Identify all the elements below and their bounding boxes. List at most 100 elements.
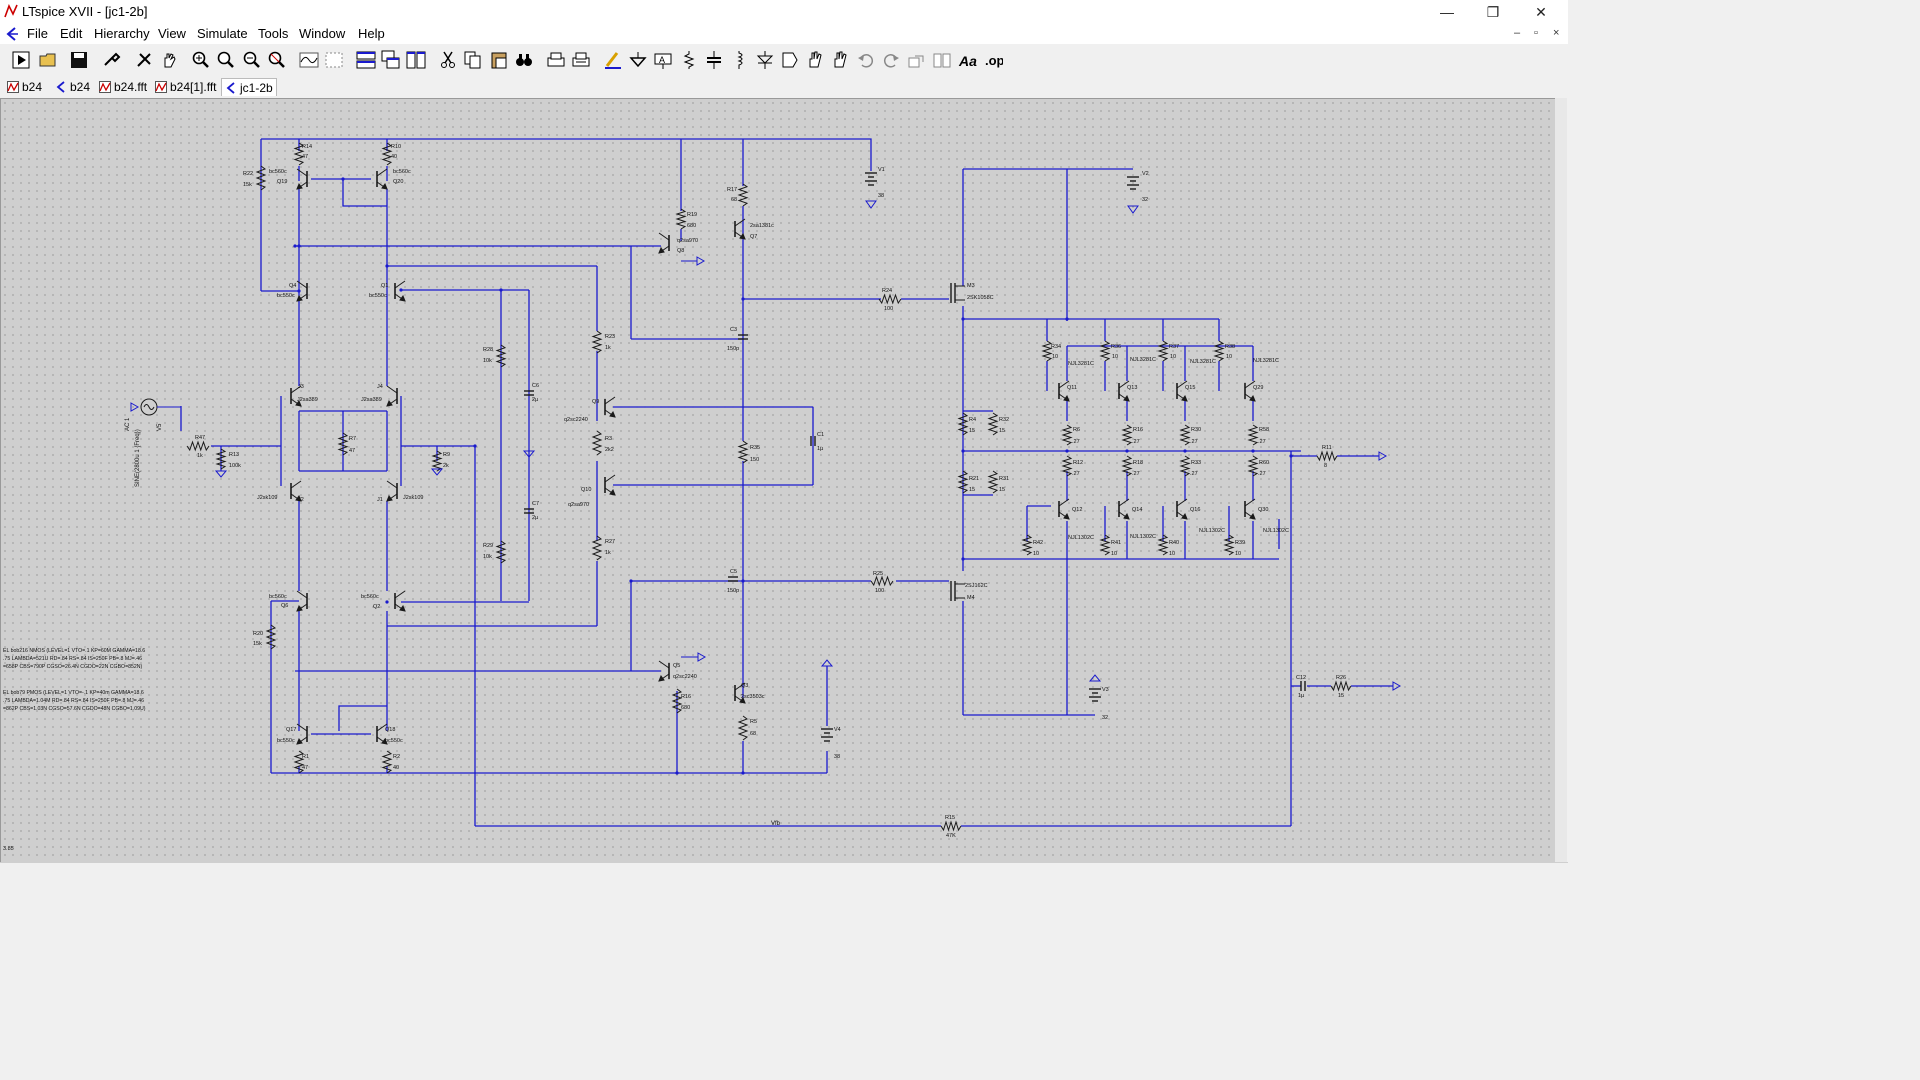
menu-help[interactable]: Help bbox=[358, 26, 385, 41]
vertical-scrollbar[interactable] bbox=[1555, 98, 1567, 862]
close-button[interactable]: ✕ bbox=[1535, 4, 1547, 20]
redo-icon[interactable] bbox=[880, 49, 902, 71]
label-njl3281cc: NJL3281C bbox=[1190, 359, 1216, 365]
paste-icon[interactable] bbox=[488, 49, 510, 71]
ground-icon[interactable] bbox=[627, 49, 649, 71]
junction-dot bbox=[629, 579, 633, 583]
mirror-icon[interactable] bbox=[931, 49, 953, 71]
label-c3: C3 bbox=[730, 327, 737, 333]
label-q3: Q3 bbox=[741, 683, 748, 689]
tile-horizontal-icon[interactable] bbox=[355, 49, 377, 71]
transistor-q10 bbox=[609, 488, 616, 496]
component-layer[interactable] bbox=[130, 142, 1402, 832]
capacitor-icon[interactable] bbox=[703, 49, 725, 71]
label-r23: R23 bbox=[605, 334, 615, 340]
tab-b24-1-fft[interactable]: b24[1].fft bbox=[152, 78, 219, 95]
resistor-r47 bbox=[186, 440, 210, 452]
menu-view[interactable]: View bbox=[158, 26, 186, 41]
schematic-doc-icon[interactable] bbox=[5, 27, 19, 41]
resistor-r32 bbox=[987, 412, 999, 436]
menu-tools[interactable]: Tools bbox=[258, 26, 289, 41]
resistor-r31 bbox=[987, 470, 999, 494]
resistor-r42 bbox=[1021, 534, 1033, 556]
label-c6: C6 bbox=[532, 383, 539, 389]
run-icon[interactable] bbox=[10, 49, 32, 71]
label-r19v: 680 bbox=[687, 223, 696, 229]
tile-vertical-icon[interactable] bbox=[405, 49, 427, 71]
copy-icon[interactable] bbox=[462, 49, 484, 71]
label-q19m: bc560c bbox=[269, 169, 287, 175]
label-j2: J2 bbox=[298, 497, 304, 503]
open-icon[interactable] bbox=[37, 49, 59, 71]
label-r42v: 10 bbox=[1033, 551, 1039, 557]
inductor-icon[interactable] bbox=[728, 49, 750, 71]
control-panel-icon[interactable] bbox=[101, 49, 123, 71]
print-icon[interactable] bbox=[545, 49, 567, 71]
wire-layer[interactable] bbox=[180, 138, 1393, 827]
label-r25v: 100 bbox=[875, 588, 884, 594]
transistor-q29 bbox=[1249, 394, 1256, 402]
label-r26: R26 bbox=[1336, 675, 1346, 681]
halt-icon[interactable] bbox=[133, 49, 155, 71]
text-icon[interactable]: Aa bbox=[957, 49, 979, 71]
zoom-out-icon[interactable] bbox=[241, 49, 263, 71]
resistor-r12 bbox=[1061, 455, 1073, 477]
resistor-icon[interactable] bbox=[678, 49, 700, 71]
transistor-q1 bbox=[394, 280, 406, 289]
schematic-tab-icon bbox=[56, 80, 65, 93]
pan-icon[interactable] bbox=[158, 49, 180, 71]
label-r29v: 10k bbox=[483, 554, 492, 560]
rotate-icon[interactable] bbox=[906, 49, 928, 71]
label-r20v: 15k bbox=[253, 641, 262, 647]
label-q20: Q20 bbox=[393, 179, 403, 185]
schematic-drawing[interactable]: R1447R1040R2215kbc560cQ19bc560cQ20Q4bc55… bbox=[1, 99, 1555, 863]
zoom-in-icon[interactable] bbox=[190, 49, 212, 71]
label-r16v: .27 bbox=[1132, 439, 1140, 445]
component-icon[interactable] bbox=[779, 49, 801, 71]
print-preview-icon[interactable] bbox=[570, 49, 592, 71]
menu-edit[interactable]: Edit bbox=[60, 26, 83, 41]
label-r7v: 47 bbox=[349, 448, 355, 454]
zoom-fit-icon[interactable] bbox=[266, 49, 288, 71]
find-icon[interactable] bbox=[513, 49, 535, 71]
mdi-restore-button[interactable]: ▫ bbox=[1534, 27, 1538, 39]
cut-icon[interactable] bbox=[437, 49, 459, 71]
diode-icon[interactable] bbox=[754, 49, 776, 71]
label-net-icon[interactable]: A bbox=[652, 49, 674, 71]
grid-icon[interactable] bbox=[323, 49, 345, 71]
label-r22: R22 bbox=[243, 171, 253, 177]
label-c1v: 1µ bbox=[817, 446, 824, 452]
spice-directive-line: EL bob216 NMOS (LEVEL=1 VTO=.1 KP=60M GA… bbox=[3, 648, 145, 654]
tab-jc1-2b[interactable]: jc1-2b bbox=[221, 78, 277, 96]
menu-simulate[interactable]: Simulate bbox=[197, 26, 248, 41]
mdi-close-button[interactable]: × bbox=[1553, 27, 1560, 39]
tab-b24-waveform[interactable]: b24 bbox=[4, 78, 45, 95]
zoom-area-icon[interactable] bbox=[215, 49, 237, 71]
restore-button[interactable]: ❐ bbox=[1486, 4, 1500, 20]
transistor-q19 bbox=[296, 182, 303, 190]
minimize-button[interactable]: — bbox=[1440, 4, 1454, 20]
label-r21v: 15 bbox=[969, 487, 975, 493]
transistor-q15 bbox=[1181, 394, 1188, 402]
drag-icon[interactable] bbox=[829, 49, 851, 71]
spice-directive-icon[interactable]: .op bbox=[982, 49, 1004, 71]
menu-hierarchy[interactable]: Hierarchy bbox=[94, 26, 150, 41]
undo-icon[interactable] bbox=[855, 49, 877, 71]
move-icon[interactable] bbox=[804, 49, 826, 71]
menu-file[interactable]: File bbox=[27, 26, 48, 41]
label-r20: R20 bbox=[253, 631, 263, 637]
label-r33: R33 bbox=[1191, 460, 1201, 466]
label-r2v: 40 bbox=[393, 765, 399, 771]
transistor-q10 bbox=[604, 474, 616, 483]
menu-window[interactable]: Window bbox=[299, 26, 346, 41]
tab-b24-fft[interactable]: b24.fft bbox=[96, 78, 150, 95]
label-r9: R9 bbox=[443, 452, 450, 458]
save-icon[interactable] bbox=[68, 49, 90, 71]
resistor-r30 bbox=[1179, 424, 1191, 446]
tab-b24-schematic[interactable]: b24 bbox=[52, 78, 93, 95]
cascade-icon[interactable] bbox=[380, 49, 402, 71]
mdi-minimize-button[interactable]: – bbox=[1514, 27, 1521, 39]
waveform-icon[interactable] bbox=[298, 49, 320, 71]
draw-wire-icon[interactable] bbox=[602, 49, 624, 71]
